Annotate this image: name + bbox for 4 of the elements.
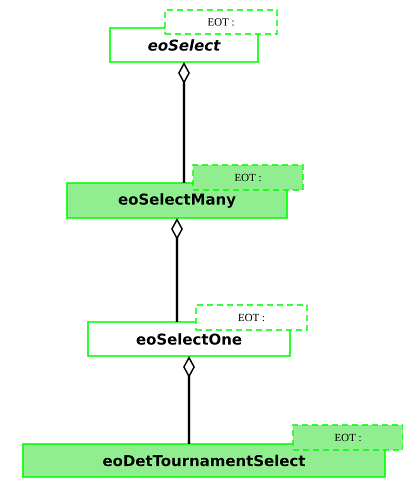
template-parameter-box: EOT : bbox=[195, 304, 308, 331]
template-parameter-box: EOT : bbox=[164, 9, 278, 35]
template-parameter-box: EOT : bbox=[192, 164, 304, 191]
template-parameter-box: EOT : bbox=[292, 424, 403, 451]
